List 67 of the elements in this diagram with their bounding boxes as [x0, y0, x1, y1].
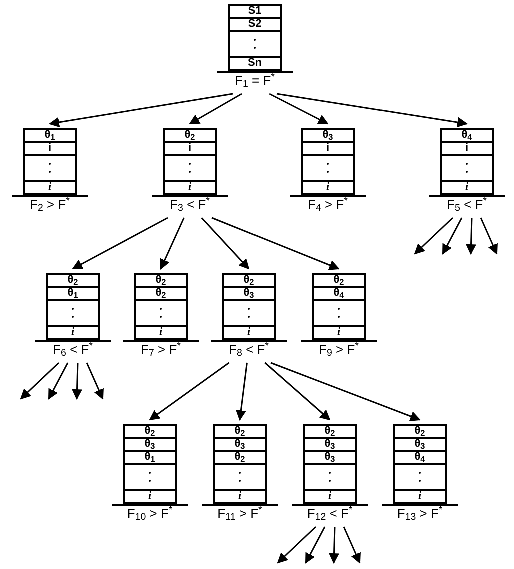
arrow	[466, 218, 476, 256]
fitness-label: F$_{11}$ > F$^{*}$	[218, 506, 262, 522]
stack-cell: θ$_{2}$	[215, 452, 265, 465]
arrow	[414, 217, 454, 255]
stack-cell: θ$_{4}$	[314, 288, 364, 301]
stack-cell: θ$_{3}$	[305, 452, 355, 465]
fitness-label: F$_{3}$ < F$^{*}$	[170, 197, 210, 213]
stack-cell: θ$_{1}$	[25, 130, 75, 143]
arrow	[276, 93, 468, 128]
stack-cell: θ$_{2}$	[314, 275, 364, 288]
arrow	[269, 93, 329, 125]
stack-cell: S2	[230, 19, 280, 32]
stack-cell: θ$_{3}$	[125, 439, 175, 452]
arrow	[264, 362, 331, 421]
fitness-label: F$_{6}$ < F$^{*}$	[53, 342, 93, 358]
arrow	[305, 526, 326, 564]
arrow	[189, 93, 242, 125]
stack-cell: θ$_{2}$	[48, 275, 98, 288]
arrow	[343, 526, 361, 564]
stack-cell: θ$_{2}$	[215, 426, 265, 439]
stack-cell: i	[25, 143, 75, 156]
arrow	[201, 218, 250, 270]
arrow	[277, 526, 317, 564]
arrow	[48, 93, 234, 128]
arrow	[48, 362, 69, 400]
fitness-label: F$_{8}$ < F$^{*}$	[229, 342, 269, 358]
stack-cell: θ$_{3}$	[224, 288, 274, 301]
stack-cell: θ$_{3}$	[305, 439, 355, 452]
fitness-label: F$_{7}$ > F$^{*}$	[141, 342, 181, 358]
arrow	[86, 362, 104, 400]
fitness-label: F$_{9}$ > F$^{*}$	[319, 342, 359, 358]
stack-cell: θ$_{2}$	[224, 275, 274, 288]
arrow	[442, 218, 463, 255]
stack-cell: S1	[230, 6, 280, 19]
stack-cell: θ$_{2}$	[395, 426, 445, 439]
arrow	[270, 362, 421, 422]
stack-cell: θ$_{2}$	[305, 426, 355, 439]
stack-cell: θ$_{3}$	[395, 439, 445, 452]
arrow	[20, 362, 60, 400]
stack-cell: θ$_{4}$	[442, 130, 492, 143]
arrow	[480, 218, 498, 255]
fitness-label: F$_{10}$ > F$^{*}$	[127, 506, 173, 522]
stack-cell: θ$_{2}$	[125, 426, 175, 439]
fitness-label: F$_{13}$ > F$^{*}$	[397, 506, 443, 522]
stack-cell: θ$_{2}$	[136, 288, 186, 301]
fitness-label: F$_{1}$ = F$^{*}$	[235, 73, 275, 89]
arrow	[212, 217, 340, 270]
fitness-label: F$_{4}$ > F$^{*}$	[308, 197, 348, 213]
stack-cell: θ$_{3}$	[303, 130, 353, 143]
arrow	[149, 362, 230, 421]
stack-cell: θ$_{3}$	[215, 439, 265, 452]
stack-cell: θ$_{1}$	[125, 452, 175, 465]
fitness-label: F$_{2}$ > F$^{*}$	[30, 197, 70, 213]
stack-cell: θ$_{1}$	[48, 288, 98, 301]
stack-cell: i	[165, 143, 215, 156]
arrow	[72, 362, 82, 400]
stack-cell: θ$_{2}$	[165, 130, 215, 143]
stack-cell: i	[303, 143, 353, 156]
arrow	[72, 217, 168, 270]
arrow	[329, 526, 340, 564]
stack-cell: θ$_{2}$	[136, 275, 186, 288]
fitness-label: F$_{5}$ < F$^{*}$	[447, 197, 487, 213]
arrow	[236, 362, 248, 422]
arrow	[160, 218, 185, 270]
fitness-label: F$_{12}$ < F$^{*}$	[307, 506, 353, 522]
stack-cell: i	[442, 143, 492, 156]
stack-cell: θ$_{4}$	[395, 452, 445, 465]
